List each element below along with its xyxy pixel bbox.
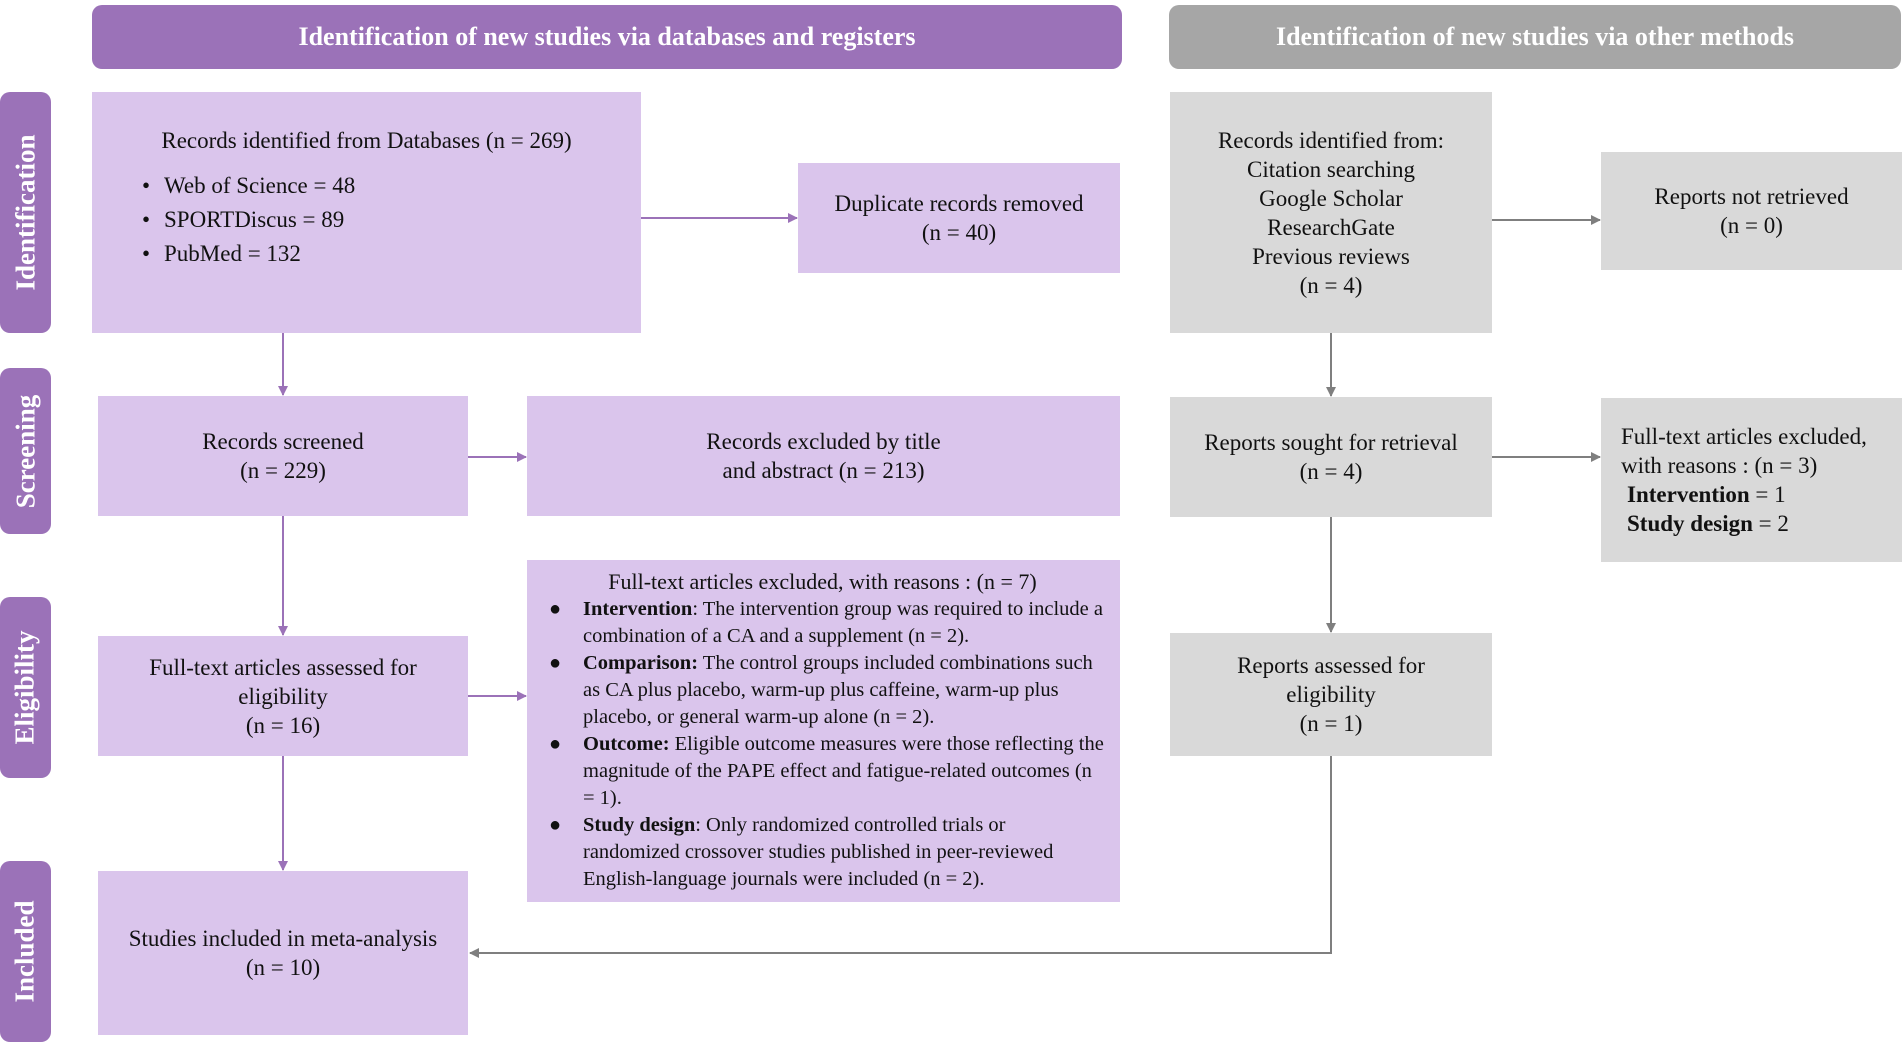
records-databases-title: Records identified from Databases (n = 2… — [161, 128, 572, 153]
reports-not-retrieved-box: Reports not retrieved (n = 0) — [1601, 152, 1902, 270]
duplicates-removed-box: Duplicate records removed (n = 40) — [798, 163, 1120, 273]
studies-included-box: Studies included in meta-analysis (n = 1… — [98, 871, 468, 1035]
stage-screening: Screening — [0, 368, 51, 534]
other-exclusion-reason: Intervention = 1 — [1627, 482, 1786, 507]
fulltext-excluded-box: Full-text articles excluded, with reason… — [527, 560, 1120, 902]
stage-eligibility: Eligibility — [0, 597, 51, 778]
other-excluded-box: Full-text articles excluded, with reason… — [1601, 398, 1902, 562]
records-excluded-title-box: Records excluded by title and abstract (… — [527, 396, 1120, 516]
stage-included: Included — [0, 861, 51, 1042]
arrow-assessed-to-included — [469, 756, 1332, 958]
database-item: PubMed = 132 — [138, 239, 355, 268]
records-other-box: Records identified from: Citation search… — [1170, 92, 1492, 333]
exclusion-reason: ●Study design: Only randomized controlle… — [549, 814, 1054, 890]
header-databases: Identification of new studies via databa… — [92, 5, 1122, 69]
exclusion-reason: ●Comparison: The control groups included… — [549, 652, 1093, 728]
exclusion-reason: ●Intervention: The intervention group wa… — [549, 598, 1103, 647]
exclusion-reason: ●Outcome: Eligible outcome measures were… — [549, 733, 1104, 809]
records-databases-box: Records identified from Databases (n = 2… — [92, 92, 641, 333]
header-other-methods: Identification of new studies via other … — [1169, 5, 1901, 69]
fulltext-excluded-title: Full-text articles excluded, with reason… — [608, 569, 1037, 594]
fulltext-assessed-box: Full-text articles assessed for eligibil… — [98, 636, 468, 756]
database-list: Web of Science = 48 SPORTDiscus = 89 Pub… — [138, 171, 355, 268]
reports-sought-box: Reports sought for retrieval (n = 4) — [1170, 397, 1492, 517]
stage-identification: Identification — [0, 92, 51, 333]
database-item: Web of Science = 48 — [138, 171, 355, 200]
records-screened-box: Records screened (n = 229) — [98, 396, 468, 516]
reports-assessed-box: Reports assessed for eligibility (n = 1) — [1170, 633, 1492, 756]
other-exclusion-reason: Study design = 2 — [1627, 511, 1789, 536]
database-item: SPORTDiscus = 89 — [138, 205, 355, 234]
